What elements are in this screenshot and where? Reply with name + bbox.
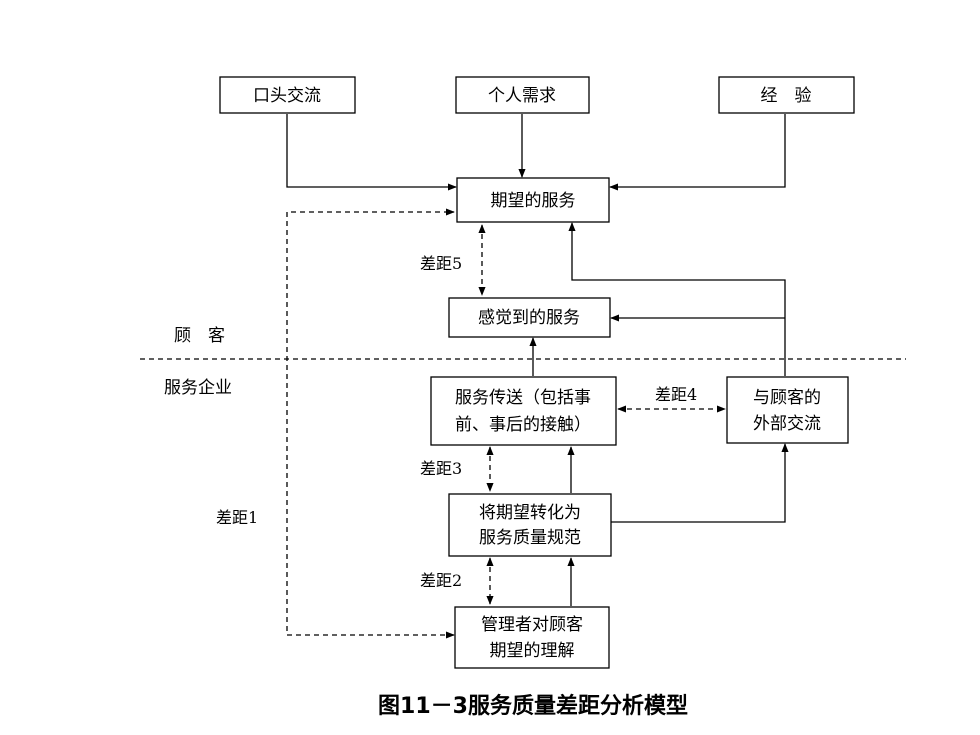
box-external-communication-line1: 与顾客的 bbox=[753, 388, 821, 408]
box-external-communication: 与顾客的 外部交流 bbox=[726, 376, 849, 444]
box-personal-needs: 个人需求 bbox=[455, 76, 590, 114]
box-word-of-mouth: 口头交流 bbox=[219, 76, 356, 114]
gap1-line bbox=[286, 208, 455, 639]
box-perceived-service-label: 感觉到的服务 bbox=[478, 308, 580, 328]
box-service-specs-line1: 将期望转化为 bbox=[479, 503, 581, 523]
box-management-perception: 管理者对顾客 期望的理解 bbox=[454, 606, 610, 669]
connectors bbox=[140, 114, 906, 639]
box-management-perception-line2: 期望的理解 bbox=[490, 641, 575, 661]
zone-customer-label: 顾 客 bbox=[174, 326, 225, 346]
arrow-spec-to-external bbox=[611, 443, 789, 523]
gap2-label: 差距2 bbox=[420, 571, 462, 590]
box-experience: 经 验 bbox=[718, 76, 855, 114]
box-external-communication-line2: 外部交流 bbox=[753, 414, 821, 434]
box-service-delivery-line1: 服务传送（包括事 bbox=[455, 388, 591, 408]
gap3-label: 差距3 bbox=[420, 459, 462, 478]
arrow-experience-to-expected bbox=[609, 114, 786, 191]
box-service-specs: 将期望转化为 服务质量规范 bbox=[448, 493, 612, 557]
gap4-label: 差距4 bbox=[655, 385, 697, 404]
box-expected-service: 期望的服务 bbox=[456, 177, 610, 223]
arrow-external-to-expected bbox=[568, 222, 786, 376]
figure-caption: 图11－3服务质量差距分析模型 bbox=[378, 693, 688, 719]
box-experience-label: 经 验 bbox=[761, 86, 812, 106]
box-personal-needs-label: 个人需求 bbox=[488, 86, 556, 106]
box-expected-service-label: 期望的服务 bbox=[491, 191, 576, 211]
box-management-perception-line1: 管理者对顾客 bbox=[481, 615, 583, 635]
arrow-word-of-mouth-to-expected bbox=[286, 114, 457, 191]
box-service-delivery: 服务传送（包括事 前、事后的接触） bbox=[430, 376, 617, 446]
box-word-of-mouth-label: 口头交流 bbox=[253, 86, 321, 106]
box-perceived-service: 感觉到的服务 bbox=[448, 297, 611, 338]
gap1-label: 差距1 bbox=[216, 508, 258, 527]
box-service-delivery-line2: 前、事后的接触） bbox=[455, 415, 591, 435]
box-service-specs-line2: 服务质量规范 bbox=[479, 528, 581, 548]
gap5-label: 差距5 bbox=[420, 254, 462, 273]
zone-firm-label: 服务企业 bbox=[164, 378, 232, 398]
